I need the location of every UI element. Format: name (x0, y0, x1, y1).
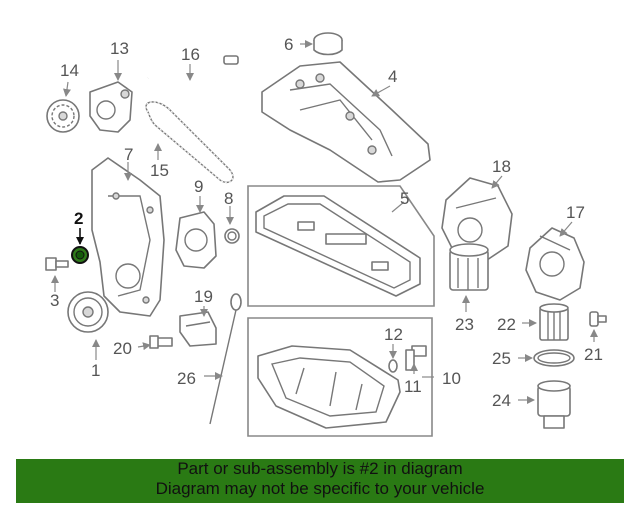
part-17-filter-housing (525, 221, 585, 301)
part-12-seal (388, 344, 398, 373)
part-13-oil-pump (89, 60, 133, 133)
label-12: 12 (384, 325, 403, 344)
banner-line-2: Diagram may not be specific to your vehi… (155, 479, 485, 498)
part-19-bracket (179, 306, 217, 347)
part-7-timing-cover (91, 157, 165, 317)
label-24: 24 (492, 391, 511, 410)
label-4: 4 (388, 67, 397, 86)
label-18: 18 (492, 157, 511, 176)
part-14-sprocket (46, 81, 80, 133)
label-22: 22 (497, 315, 516, 334)
label-5: 5 (400, 189, 409, 208)
part-26-dipstick (204, 293, 242, 425)
part-4-valve-cover (261, 61, 431, 183)
part-10-oil-pan (247, 317, 434, 437)
label-6: 6 (284, 35, 293, 54)
part-6-filler-cap (300, 32, 343, 56)
label-21: 21 (584, 345, 603, 364)
info-banner: Part or sub-assembly is #2 in diagram Di… (16, 459, 624, 503)
label-14: 14 (60, 61, 79, 80)
label-7: 7 (124, 145, 133, 164)
part-2-seal-highlighted (71, 228, 89, 264)
label-20: 20 (113, 339, 132, 358)
label-17: 17 (566, 203, 585, 222)
label-3: 3 (50, 291, 59, 310)
label-1: 1 (91, 361, 100, 380)
part-24-filter-cap (518, 380, 571, 429)
part-23-oil-filter (449, 243, 489, 312)
label-13: 13 (110, 39, 129, 58)
part-22-filter-element (522, 303, 569, 341)
part-16-dipstick-tube (147, 55, 239, 89)
part-8-seal-ring (224, 206, 240, 244)
label-9: 9 (194, 177, 203, 196)
label-16: 16 (181, 45, 200, 64)
label-19: 19 (194, 287, 213, 306)
part-15-timing-chain (145, 101, 234, 184)
label-25: 25 (492, 349, 511, 368)
label-2-highlighted: 2 (74, 209, 83, 228)
part-11-drain-plug (405, 345, 427, 374)
part-1-crank-pulley (67, 291, 109, 360)
part-5-gasket (247, 185, 435, 307)
banner-line-1: Part or sub-assembly is #2 in diagram (177, 459, 463, 478)
label-8: 8 (224, 189, 233, 208)
label-11: 11 (404, 377, 422, 396)
label-26: 26 (177, 369, 196, 388)
part-3-bolt (45, 257, 69, 292)
part-9-seal-plate (175, 196, 217, 269)
label-15: 15 (150, 161, 169, 180)
part-18-filter-housing (441, 175, 513, 263)
part-20-bolt (137, 335, 173, 351)
part-21-sensor (589, 311, 607, 342)
part-25-o-ring (518, 349, 575, 367)
label-10: 10 (442, 369, 461, 388)
label-23: 23 (455, 315, 474, 334)
